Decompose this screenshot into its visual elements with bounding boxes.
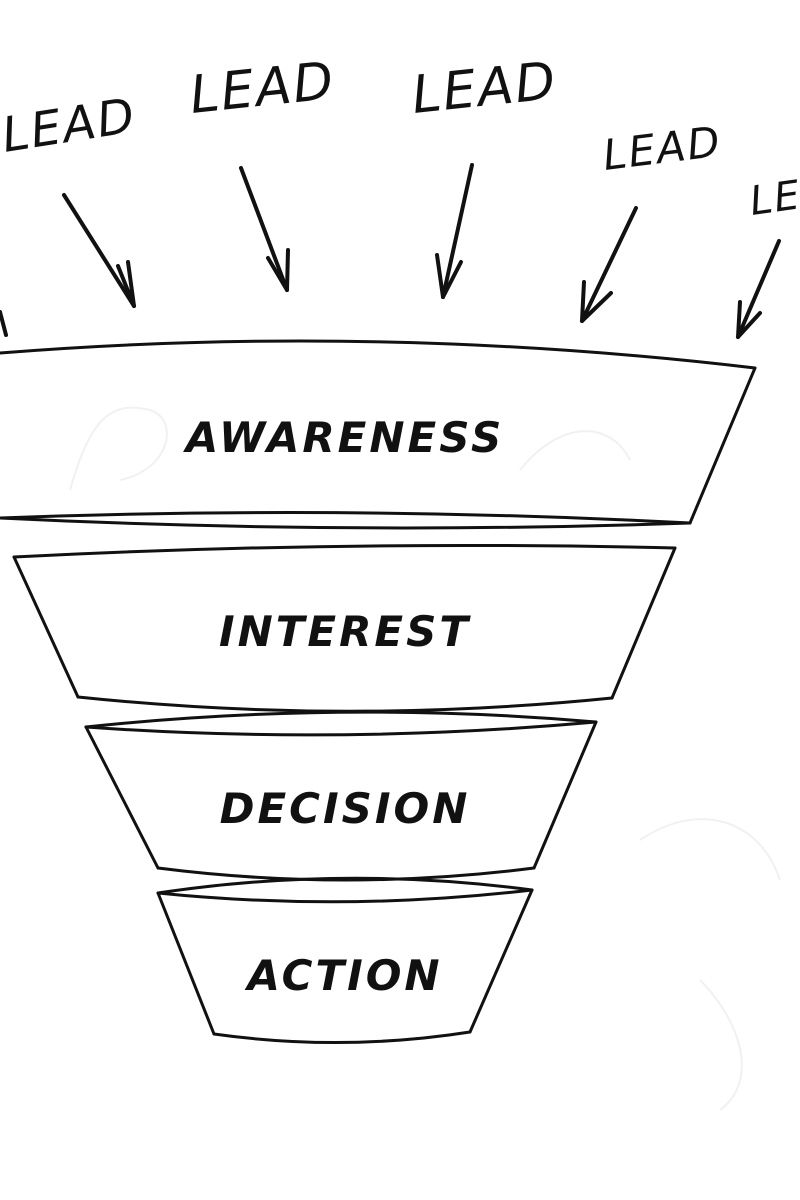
stage-label-decision: DECISION <box>220 784 471 833</box>
lead-arrows <box>0 163 781 339</box>
stage-label-action: ACTION <box>244 951 442 1000</box>
stage-label-interest: INTEREST <box>219 607 471 656</box>
arrow-down-icon <box>435 163 474 299</box>
lead-label-5: LE <box>747 172 800 225</box>
lead-label-1: LEAD <box>0 87 140 163</box>
background-sketch <box>69 406 781 1111</box>
arrow-down-icon <box>62 193 136 308</box>
funnel-stage-decision <box>84 710 598 882</box>
arrow-down-icon <box>239 166 290 292</box>
funnel-stage-action <box>156 876 534 1045</box>
arrow-down-icon <box>736 239 781 339</box>
lead-label-2: LEAD <box>187 51 338 126</box>
lead-label-4: LEAD <box>600 117 724 180</box>
arrow-down-icon <box>0 310 8 337</box>
lead-label-3: LEAD <box>409 51 560 126</box>
arrow-down-icon <box>580 206 638 323</box>
funnel-stage-awareness <box>0 339 757 530</box>
stage-label-awareness: AWARENESS <box>183 413 504 462</box>
lead-labels: LEAD LEAD LEAD LEAD LE <box>0 51 800 225</box>
